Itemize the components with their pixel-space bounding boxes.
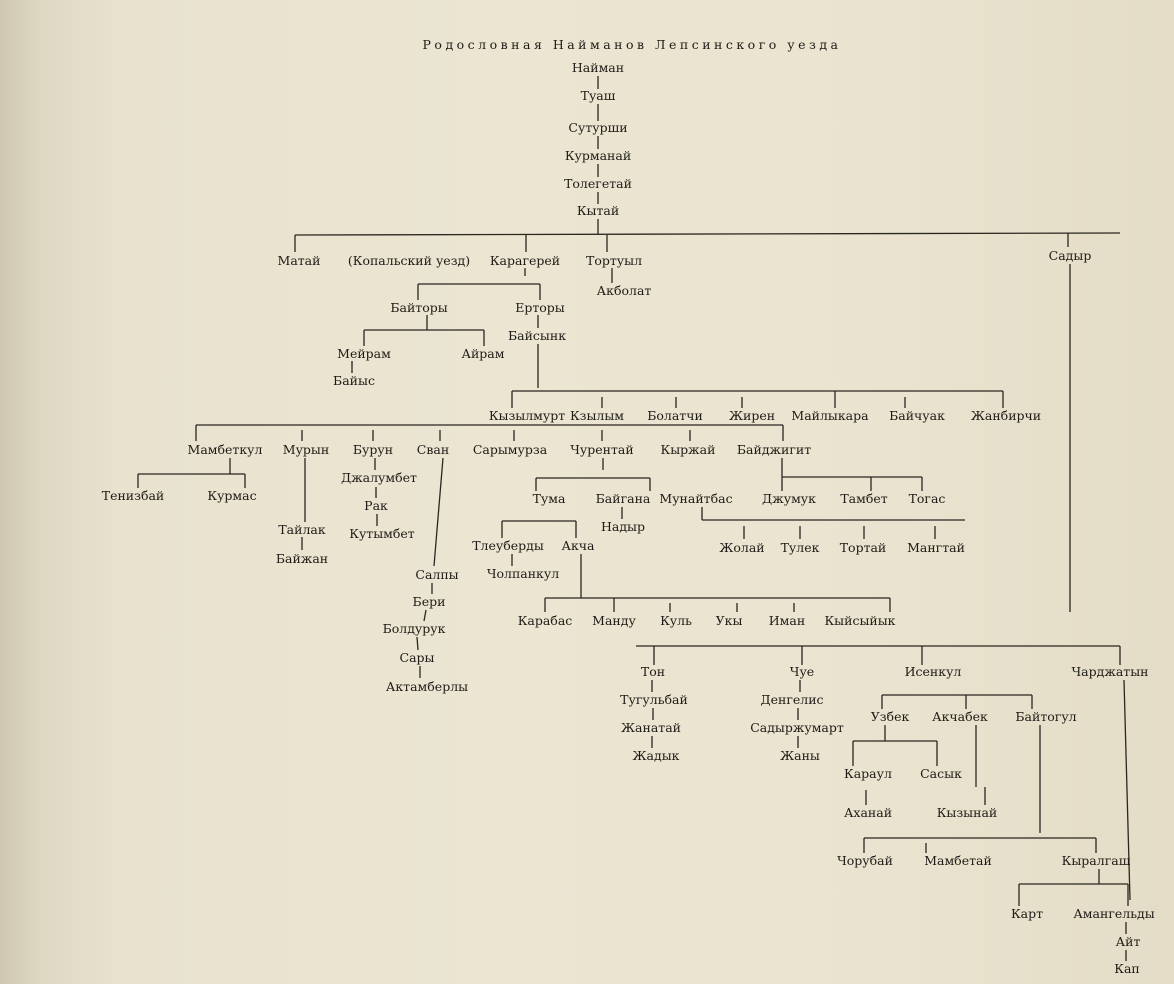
node-ait: Айт — [1116, 934, 1141, 949]
node-mandu: Манду — [592, 613, 636, 628]
node-mangtai: Мангтай — [907, 540, 965, 555]
node-akchabek: Акчабек — [932, 709, 988, 724]
node-kul: Куль — [660, 613, 692, 628]
tree-connectors — [137, 76, 1131, 961]
connector-line — [433, 457, 444, 567]
node-ton: Тон — [641, 664, 665, 679]
node-baisynk: Байсынк — [508, 328, 566, 343]
node-baiys: Байыс — [333, 373, 375, 388]
node-meiram: Мейрам — [337, 346, 391, 361]
node-kyralgash: Кыралгаш — [1062, 853, 1131, 868]
node-churentai: Чурентай — [570, 442, 633, 457]
node-kopal-uezd: (Копальский уезд) — [348, 253, 470, 268]
node-zhadyk: Жадык — [633, 748, 680, 763]
node-svan: Сван — [417, 442, 449, 457]
node-kyisyiyk: Кыйсыйык — [825, 613, 896, 628]
node-kyrzhai: Кыржай — [661, 442, 716, 457]
node-iman: Иман — [769, 613, 805, 628]
node-tleuberdy: Тлеуберды — [472, 538, 544, 553]
node-salpy: Салпы — [415, 567, 458, 582]
node-tulek: Тулек — [781, 540, 820, 555]
node-naiman: Найман — [572, 60, 624, 75]
node-ertory: Ерторы — [515, 300, 565, 315]
node-kytai: Кытай — [577, 203, 619, 218]
node-tuma: Тума — [533, 491, 566, 506]
node-tugulbai: Тугульбай — [620, 692, 688, 707]
node-kurmanai: Курманай — [565, 148, 631, 163]
connector-line — [1123, 679, 1131, 901]
node-kutymbet: Кутымбет — [349, 526, 415, 541]
node-burun: Бурун — [353, 442, 393, 457]
node-zhany: Жаны — [780, 748, 820, 763]
node-sary: Сары — [400, 650, 435, 665]
node-tolegetai: Толегетай — [564, 176, 632, 191]
node-aktamberly: Актамберлы — [386, 679, 468, 694]
diagram-title: Родословная Найманов Лепсинского уезда — [423, 37, 842, 52]
node-matai: Матай — [278, 253, 321, 268]
node-kap: Кап — [1114, 961, 1139, 976]
node-zhanbirchi: Жанбирчи — [971, 408, 1041, 423]
node-kurmas: Курмас — [207, 488, 256, 503]
node-togas: Тогас — [909, 491, 946, 506]
tree-labels: Родословная Найманов Лепсинского уезда Н… — [102, 37, 1155, 976]
node-airam: Айрам — [462, 346, 505, 361]
node-sadyrzhumart: Садыржумарт — [750, 720, 844, 735]
connector-line — [416, 636, 419, 651]
node-kyzylmurt: Кызылмурт — [489, 408, 565, 423]
node-kart: Карт — [1011, 906, 1043, 921]
node-akcha: Акча — [562, 538, 596, 553]
node-karagerei: Карагерей — [490, 253, 560, 268]
node-uky: Укы — [716, 613, 743, 628]
node-kzylym: Кзылым — [570, 408, 624, 423]
connector-line — [423, 609, 427, 622]
node-bolatchi: Болатчи — [647, 408, 703, 423]
node-tailak: Тайлак — [278, 522, 326, 537]
node-chardzhatyn: Чарджатын — [1072, 664, 1149, 679]
node-baitogul: Байтогул — [1015, 709, 1076, 724]
node-tenizbai: Тенизбай — [102, 488, 165, 503]
node-kyzynai: Кызынай — [937, 805, 998, 820]
node-amangeldy: Амангельды — [1073, 906, 1154, 921]
node-tortuyl: Тортуыл — [586, 253, 642, 268]
node-chue: Чуе — [790, 664, 814, 679]
node-karaul: Караул — [844, 766, 892, 781]
node-mailykara: Майлыкара — [791, 408, 869, 423]
node-sasyk: Сасык — [920, 766, 962, 781]
node-isenkul: Исенкул — [905, 664, 962, 679]
node-akhanai: Аханай — [844, 805, 892, 820]
node-munaitbas: Мунайтбас — [659, 491, 732, 506]
node-zhren: Жирен — [729, 408, 775, 423]
node-zhanatai: Жанатай — [621, 720, 681, 735]
node-baigana: Байгана — [596, 491, 651, 506]
node-suturshi: Сутурши — [568, 120, 627, 135]
node-baidzhigit: Байджигит — [737, 442, 811, 457]
node-tortai: Тортай — [840, 540, 887, 555]
node-muryn: Мурын — [283, 442, 329, 457]
connector-line — [294, 232, 1121, 236]
node-mambetkul: Мамбеткул — [188, 442, 263, 457]
node-beri: Бери — [413, 594, 446, 609]
node-tambet: Тамбет — [840, 491, 887, 506]
node-sadyr: Садыр — [1049, 248, 1092, 263]
node-sarymurza: Сарымурза — [473, 442, 548, 457]
node-cholpankul: Чолпанкул — [487, 566, 559, 581]
node-baichuak: Байчуак — [889, 408, 945, 423]
node-dzhalumbet: Джалумбет — [341, 470, 417, 485]
node-akbolat: Акболат — [597, 283, 652, 298]
node-rak: Рак — [364, 498, 388, 513]
node-dengelis: Денгелис — [760, 692, 823, 707]
node-karabas: Карабас — [518, 613, 573, 628]
node-tuash: Туаш — [581, 88, 616, 103]
node-zholai: Жолай — [719, 540, 764, 555]
node-mambetai: Мамбетай — [924, 853, 992, 868]
node-boldurk: Болдурук — [383, 621, 446, 636]
node-dzhumuk: Джумук — [762, 491, 816, 506]
node-churubai: Чорубай — [837, 853, 893, 868]
node-baitory: Байторы — [390, 300, 447, 315]
node-nadyr: Надыр — [601, 519, 645, 534]
node-uzbek: Узбек — [871, 709, 910, 724]
node-baizhan: Байжан — [276, 551, 328, 566]
